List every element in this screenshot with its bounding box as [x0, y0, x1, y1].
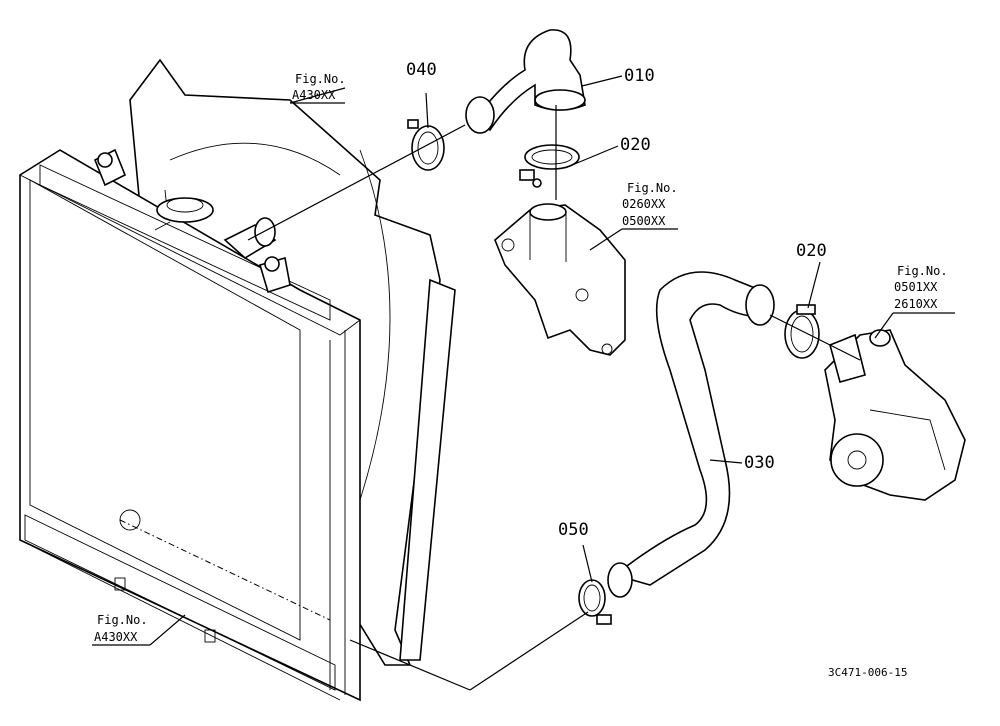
part-number-010: 010 [624, 66, 655, 86]
part-number-050: 050 [558, 520, 589, 540]
drawing-code: 3C471-006-15 [828, 666, 907, 679]
part-number-040: 040 [406, 60, 437, 80]
figure-ref-code: 0260XX [622, 197, 666, 211]
figure-ref-code: 2610XX [894, 297, 938, 311]
figure-ref-thermostat: Fig.No. 0260XX 0500XX [622, 181, 678, 228]
figure-ref-code: A430XX [292, 88, 336, 102]
figure-ref-label: Fig.No. [897, 264, 948, 278]
figure-ref-label: Fig.No. [627, 181, 678, 195]
hose-clamp-020-lower [784, 304, 820, 359]
figure-ref-code: 0500XX [622, 214, 666, 228]
part-number-020-lower: 020 [796, 241, 827, 261]
water-pump [824, 329, 966, 501]
figure-ref-label: Fig.No. [97, 613, 148, 627]
hose-clamp-050 [578, 579, 612, 625]
radiator [19, 148, 361, 702]
figure-ref-pump: Fig.No. 0501XX 2610XX [894, 264, 948, 311]
figure-ref-code: A430XX [94, 630, 138, 644]
hose-clamp-020-upper [519, 144, 580, 188]
leader-lines [92, 75, 955, 691]
figure-ref-bottom: Fig.No. A430XX [94, 613, 148, 644]
thermostat-housing [494, 203, 626, 356]
part-number-030: 030 [744, 453, 775, 473]
lower-hose [607, 271, 775, 598]
figure-ref-code: 0501XX [894, 280, 938, 294]
part-number-020-upper: 020 [620, 135, 651, 155]
upper-hose [465, 29, 586, 134]
figure-ref-top: Fig.No. A430XX [292, 72, 346, 102]
figure-ref-label: Fig.No. [295, 72, 346, 86]
